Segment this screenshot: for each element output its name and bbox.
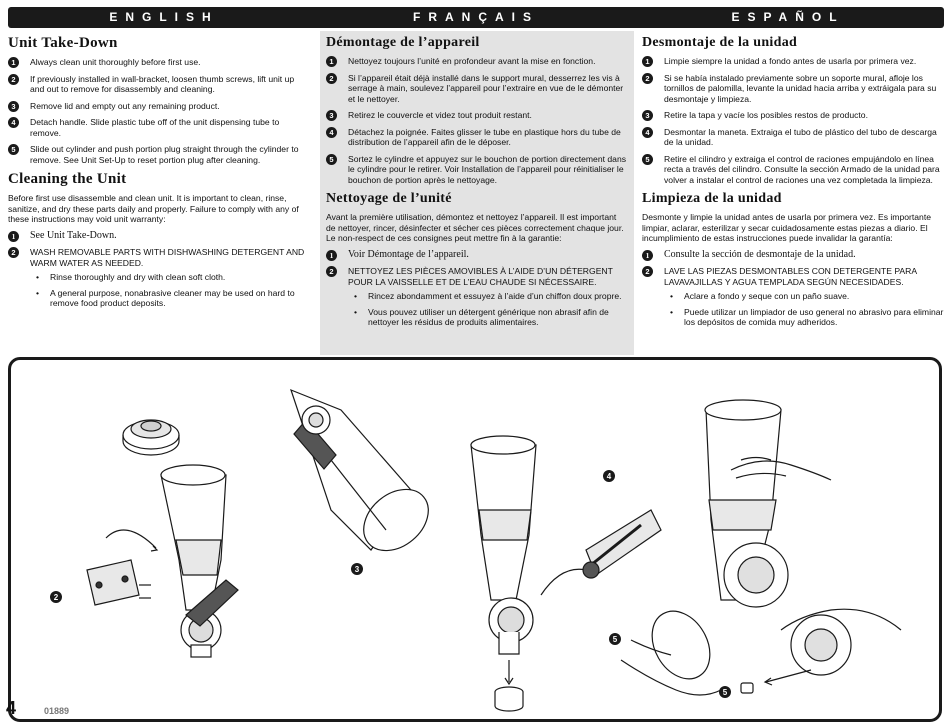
step-number-badge: 1 <box>326 249 337 261</box>
canister-illustration-1 <box>160 464 239 658</box>
step-number-badge: 3 <box>326 110 337 121</box>
fr-cleaning-title: Nettoyage de l’unité <box>326 191 452 206</box>
motion-arrow-head <box>150 545 159 552</box>
canister-illustration-2 <box>470 435 587 712</box>
figure-badge-5b: 5 <box>719 686 731 698</box>
step-number-badge: 2 <box>642 72 653 84</box>
es-cleaning-title: Limpieza de la unidad <box>642 191 782 206</box>
lang-spanish: ESPAÑOL <box>731 10 845 24</box>
en-cleaning-bullet-2: A general purpose, nonabrasive cleaner m… <box>30 288 308 309</box>
svg-text:3: 3 <box>355 565 360 574</box>
en-cleaning-intro: Before first use disassemble and clean u… <box>8 193 299 224</box>
step-number-badge: 5 <box>326 153 337 165</box>
step-number-badge: 4 <box>642 126 653 138</box>
step-number-badge: 4 <box>8 117 19 128</box>
step-number-badge: 5 <box>642 153 653 165</box>
lang-french: FRANÇAIS <box>413 10 539 24</box>
es-cleaning-intro: Desmonte y limpie la unidad antes de usa… <box>642 212 931 243</box>
step-number-badge: 3 <box>8 100 19 112</box>
en-cleaning-bullet-1: Rinse thoroughly and dry with clean soft… <box>30 272 308 283</box>
step-number-badge: 1 <box>642 56 653 67</box>
lid-illustration <box>122 419 180 456</box>
fr-takedown-title: Démontage de l’appareil <box>326 35 480 50</box>
hand-illustration-1 <box>730 456 832 481</box>
portion-plug-removal-illustration <box>740 608 902 694</box>
figure-badge-5a: 5 <box>609 633 621 645</box>
cylinder-removal-illustration <box>620 610 722 696</box>
language-header-bar: ENGLISH FRANÇAIS ESPAÑOL <box>8 7 944 28</box>
svg-text:5: 5 <box>723 688 728 697</box>
step-number-badge: 2 <box>8 247 19 258</box>
step-number-badge: 2 <box>642 266 653 277</box>
fr-cleaning-intro: Avant la première utilisation, démontez … <box>326 212 624 243</box>
figure-badge-4: 4 <box>603 470 615 482</box>
fr-cleaning-bullet-2: Vous pouvez utiliser un détergent généri… <box>348 307 628 328</box>
es-cleaning-bullets: Aclare a fondo y seque con un paño suave… <box>664 291 944 328</box>
wall-bracket-illustration <box>86 559 151 606</box>
step-number-badge: 2 <box>8 73 19 85</box>
svg-text:2: 2 <box>54 593 59 602</box>
fr-cleaning-bullet-1: Rincez abondamment et essuyez à l’aide d… <box>348 291 628 302</box>
step-number-badge: 1 <box>642 249 653 261</box>
step-number-badge: 2 <box>326 72 337 84</box>
en-cleaning-bullets: Rinse thoroughly and dry with clean soft… <box>30 272 308 309</box>
fr-cleaning-bullets: Rincez abondamment et essuyez à l’aide d… <box>348 291 628 328</box>
disassembly-illustration: 2 3 4 5 5 <box>50 388 902 712</box>
step-number-badge: 2 <box>326 266 337 277</box>
step-number-badge: 1 <box>8 230 19 242</box>
en-takedown-title: Unit Take-Down <box>8 35 118 51</box>
motion-arrow <box>105 529 157 549</box>
step-number-badge: 3 <box>642 110 653 121</box>
es-cleaning-bullet-1: Aclare a fondo y seque con un paño suave… <box>664 291 944 302</box>
lang-english: ENGLISH <box>109 10 219 24</box>
illustration-panel: 2 3 4 5 5 <box>8 357 942 722</box>
step-number-badge: 1 <box>326 56 337 67</box>
handle-illustration <box>582 509 662 579</box>
document-code: 01889 <box>44 706 70 716</box>
step-number-badge: 4 <box>326 126 337 138</box>
step-number-badge: 5 <box>8 144 19 155</box>
canister-illustration-tilted <box>290 388 429 552</box>
canister-illustration-3 <box>704 399 789 608</box>
es-cleaning-bullet-2: Puede utilizar un limpiador de uso gener… <box>664 307 944 328</box>
en-cleaning-title: Cleaning the Unit <box>8 171 127 187</box>
svg-text:5: 5 <box>613 635 618 644</box>
figure-badge-3: 3 <box>351 563 363 575</box>
figure-badge-2: 2 <box>50 591 62 603</box>
step-number-badge: 1 <box>8 57 19 68</box>
page-number: 4 <box>6 698 17 718</box>
svg-text:4: 4 <box>607 472 612 481</box>
es-takedown-title: Desmontaje de la unidad <box>642 35 798 50</box>
